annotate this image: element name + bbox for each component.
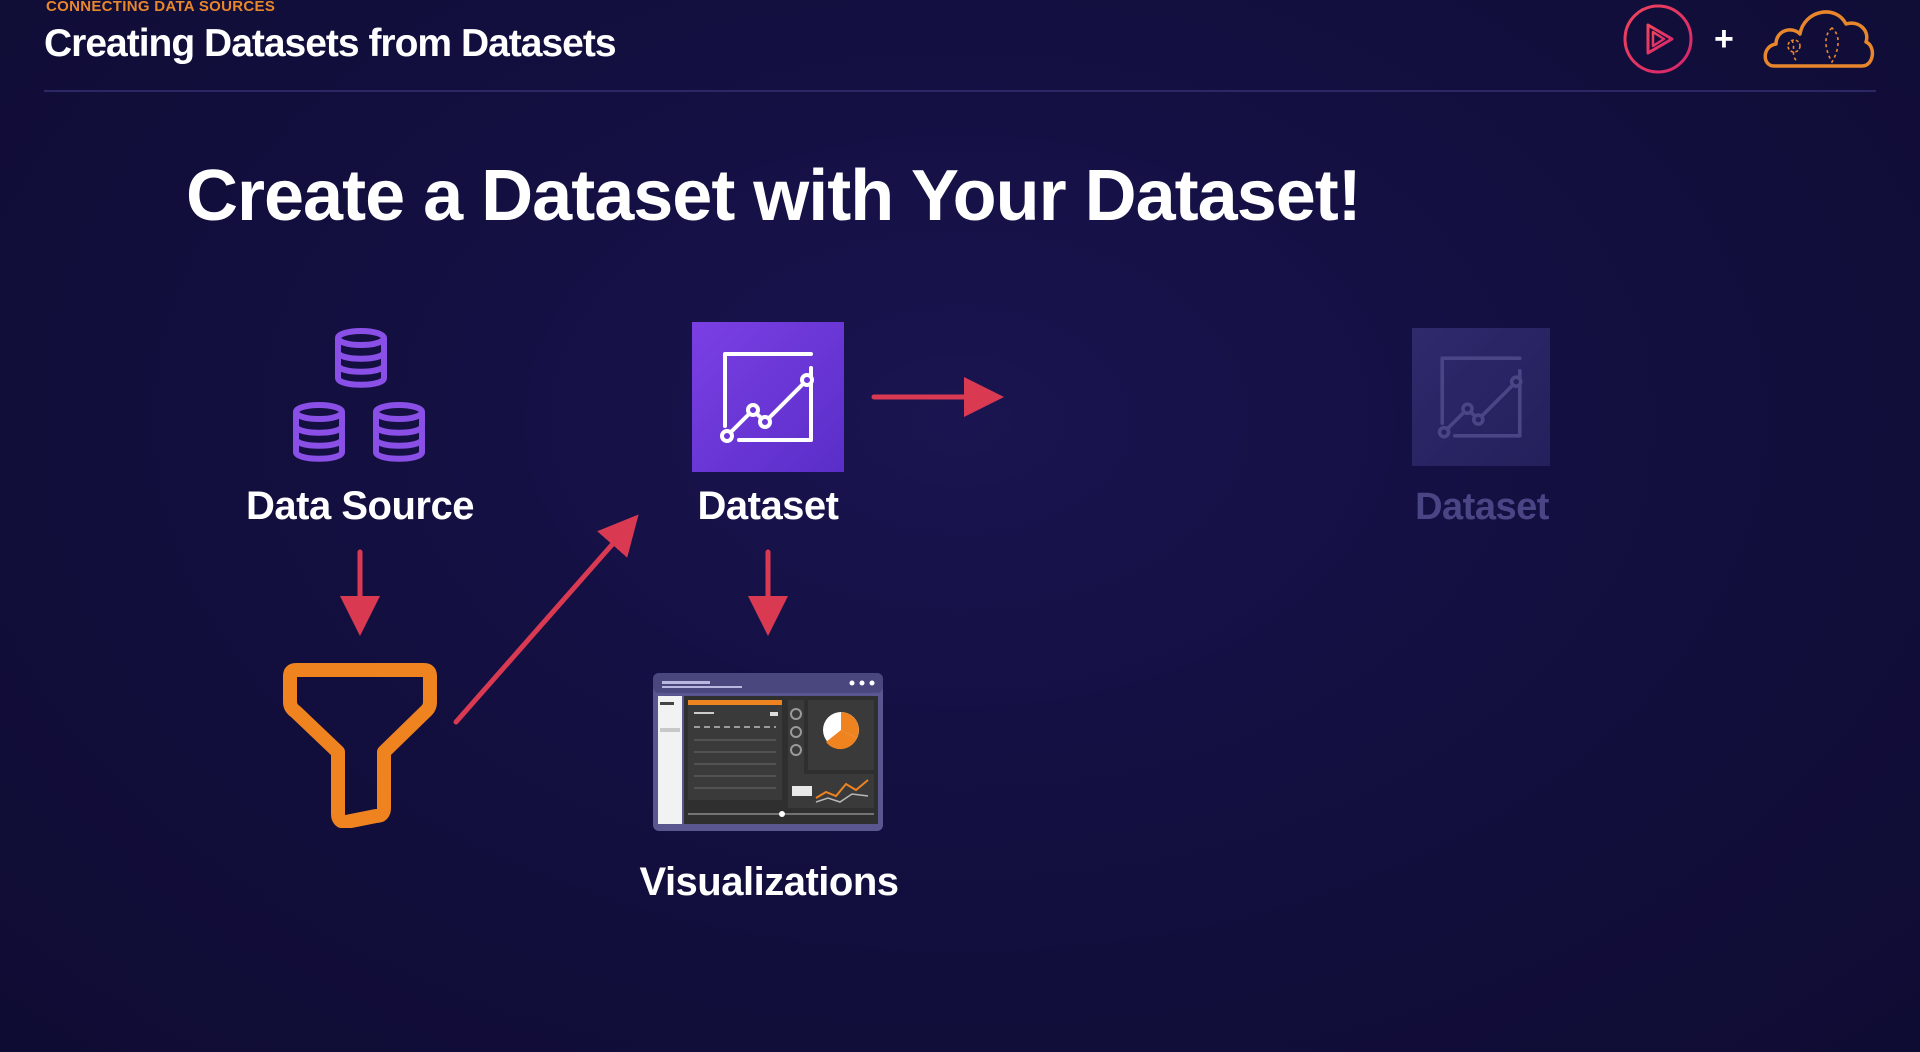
dataset-chart-icon: [720, 352, 814, 443]
dashboard-icon: [653, 673, 883, 831]
visualizations-label: Visualizations: [639, 860, 899, 904]
dataset-tile: [692, 322, 844, 472]
arrow-filter-to-dataset: [453, 514, 639, 725]
data-source-label: Data Source: [246, 484, 474, 528]
section-label: CONNECTING DATA SOURCES: [46, 0, 276, 15]
database-stack-icon: [293, 328, 425, 462]
pluralsight-play-icon: [1623, 4, 1693, 74]
plus-sign: +: [1714, 20, 1734, 58]
funnel-icon: [283, 663, 437, 828]
slide-headline: Create a Dataset with Your Dataset!: [186, 156, 1362, 236]
deck-title: Creating Datasets from Datasets: [44, 22, 617, 65]
dataset-chart-icon: [1437, 356, 1523, 439]
header-divider: [44, 90, 1876, 92]
dataset-label: Dataset: [697, 484, 839, 528]
future-dataset-label: Dataset: [1415, 486, 1549, 528]
future-dataset-tile: [1412, 328, 1550, 466]
cloud-icon: [1763, 10, 1875, 68]
